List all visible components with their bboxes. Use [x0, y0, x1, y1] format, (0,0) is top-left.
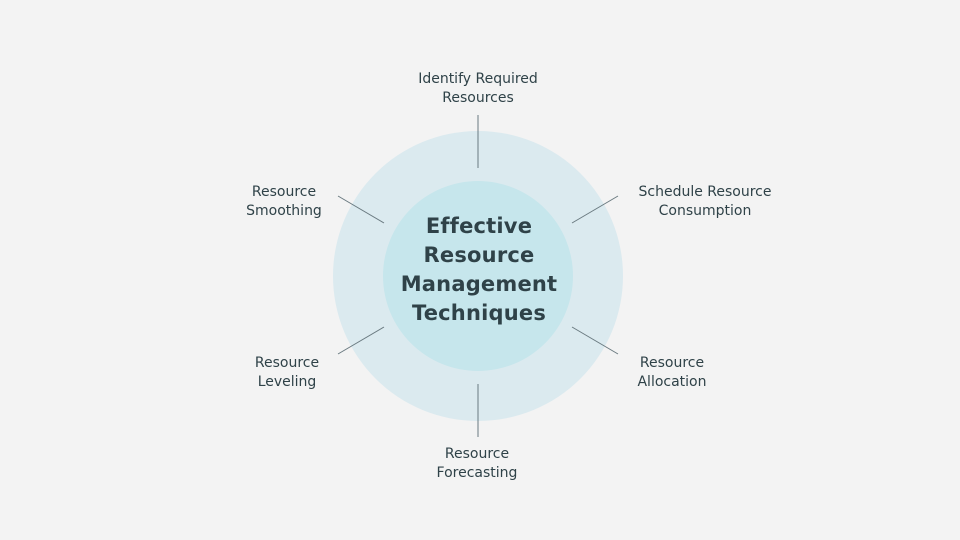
node-schedule-resource-consumption: Schedule Resource Consumption [625, 183, 785, 221]
connector-line-bottom-left [337, 326, 385, 355]
node-label-line: Identify Required [418, 71, 538, 87]
node-resource-smoothing: Resource Smoothing [224, 183, 344, 221]
node-label-line: Resource [254, 355, 320, 371]
node-resource-allocation: Resource Allocation [612, 354, 732, 392]
diagram-center-title: Effective Resource Management Techniques [384, 212, 574, 328]
node-label-line: Resources [442, 90, 514, 106]
node-identify-required-resources: Identify Required Resources [398, 70, 558, 108]
node-label-line: Allocation [637, 374, 707, 390]
center-title-line: Techniques [411, 301, 547, 325]
inner-circle [383, 181, 573, 371]
center-title-line: Management [400, 272, 558, 296]
node-resource-leveling: Resource Leveling [227, 354, 347, 392]
node-label-line: Resource [639, 355, 705, 371]
node-resource-forecasting: Resource Forecasting [417, 445, 537, 483]
node-label-line: Forecasting [436, 465, 518, 481]
node-label-line: Resource [444, 446, 510, 462]
node-label-line: Resource [251, 184, 317, 200]
connector-line-top-left [337, 195, 385, 224]
center-title-line: Effective [425, 214, 533, 238]
node-label-line: Consumption [658, 203, 752, 219]
connector-line-bottom-right [571, 326, 619, 355]
center-title-line: Resource [423, 243, 535, 267]
node-label-line: Leveling [257, 374, 317, 390]
node-label-line: Schedule Resource [638, 184, 772, 200]
node-label-line: Smoothing [246, 203, 322, 219]
connector-line-top-right [571, 195, 619, 224]
